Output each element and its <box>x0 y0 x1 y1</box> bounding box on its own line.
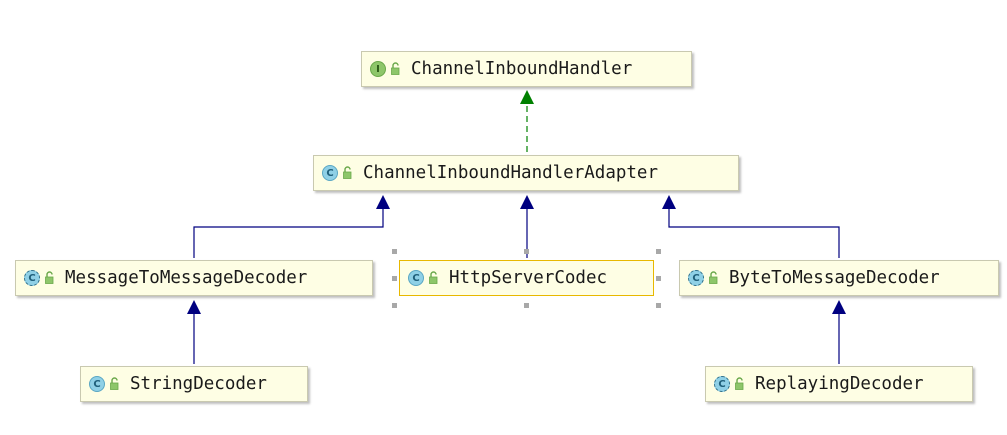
selection-handle[interactable] <box>656 303 661 308</box>
node-replaying-decoder[interactable]: C ReplayingDecoder <box>705 366 973 402</box>
node-label: ReplayingDecoder <box>755 374 924 394</box>
abstract-class-icon: C <box>688 270 704 286</box>
unlocked-icon <box>110 377 119 390</box>
unlocked-icon <box>45 271 54 284</box>
abstract-class-icon: C <box>24 270 40 286</box>
selection-handle[interactable] <box>656 249 661 254</box>
node-channel-inbound-handler[interactable]: I ChannelInboundHandler <box>361 51 692 87</box>
node-message-to-message-decoder[interactable]: C MessageToMessageDecoder <box>15 260 373 296</box>
node-label: StringDecoder <box>130 374 267 394</box>
node-label: HttpServerCodec <box>449 268 608 288</box>
unlocked-icon <box>343 166 352 179</box>
selection-handle[interactable] <box>392 276 397 281</box>
selection-handle[interactable] <box>524 303 529 308</box>
edge-extends-mtmd-to-adapter <box>193 195 390 258</box>
node-label: MessageToMessageDecoder <box>65 268 308 288</box>
unlocked-icon <box>429 271 438 284</box>
node-string-decoder[interactable]: C StringDecoder <box>80 366 308 402</box>
edge-extends-replaying-to-btmd <box>832 300 846 364</box>
node-label: ChannelInboundHandlerAdapter <box>363 163 659 183</box>
edge-extends-string-to-mtmd <box>187 300 201 364</box>
unlocked-icon <box>735 377 744 390</box>
selection-handle[interactable] <box>656 276 661 281</box>
class-icon: C <box>89 376 105 392</box>
node-channel-inbound-handler-adapter[interactable]: C ChannelInboundHandlerAdapter <box>313 155 739 191</box>
class-icon: C <box>408 270 424 286</box>
class-icon: C <box>322 165 338 181</box>
interface-icon: I <box>370 61 386 77</box>
node-byte-to-message-decoder[interactable]: C ByteToMessageDecoder <box>679 260 999 296</box>
node-label: ByteToMessageDecoder <box>729 268 940 288</box>
node-http-server-codec[interactable]: C HttpServerCodec <box>399 260 654 296</box>
edge-extends-btmd-to-adapter <box>662 195 840 258</box>
selection-handle[interactable] <box>392 249 397 254</box>
unlocked-icon <box>391 62 400 75</box>
unlocked-icon <box>709 271 718 284</box>
abstract-class-icon: C <box>714 376 730 392</box>
selection-handle[interactable] <box>524 249 529 254</box>
edge-implements-adapter-to-handler <box>520 90 534 152</box>
node-label: ChannelInboundHandler <box>411 59 633 79</box>
selection-handle[interactable] <box>392 303 397 308</box>
